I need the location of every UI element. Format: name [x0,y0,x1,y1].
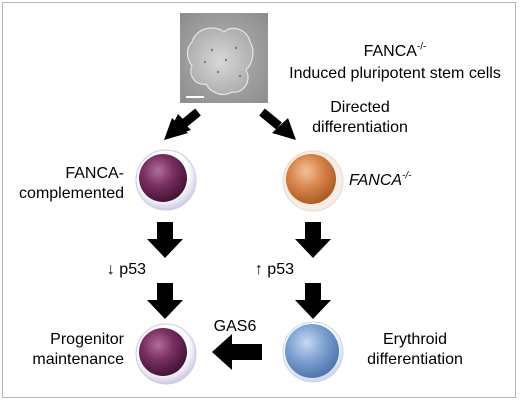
left-branch-label-line1: FANCA- [65,165,124,182]
arrow-left-upper [147,222,183,258]
gas6-label: GAS6 [213,318,257,335]
erythroid-label-line1: Erythroid [382,331,448,348]
arrow-left-lower [147,283,183,319]
directed-label-line2: differentiation [312,119,408,136]
directed-label-line1: Directed [330,99,390,116]
progenitor-label-line1: Progenitor [50,331,124,348]
progenitor-label-line2: maintenance [32,351,124,368]
title-subtitle: Induced pluripotent stem cells [289,65,501,82]
title-gene-label: FANCA-/- [363,41,427,60]
arrow-gas6 [212,334,262,370]
cell-fanca-complemented [135,149,197,211]
figure-border [2,2,516,398]
cell-erythroid [282,321,344,383]
arrow-right-lower [295,283,331,319]
ips-micrograph [180,13,268,103]
left-p53-label: ↓ p53 [106,261,146,278]
arrow-to-right-branch [259,108,296,140]
arrow-to-left-branch [164,108,201,140]
left-branch-label-line2: complemented [19,185,124,202]
arrow-right-upper [295,222,331,258]
right-branch-label: FANCA-/- [349,170,412,189]
erythroid-label-line2: differentiation [367,351,463,368]
right-p53-label: ↑ p53 [254,261,294,278]
cell-fanca-null [282,150,344,212]
cell-progenitor [135,323,197,385]
